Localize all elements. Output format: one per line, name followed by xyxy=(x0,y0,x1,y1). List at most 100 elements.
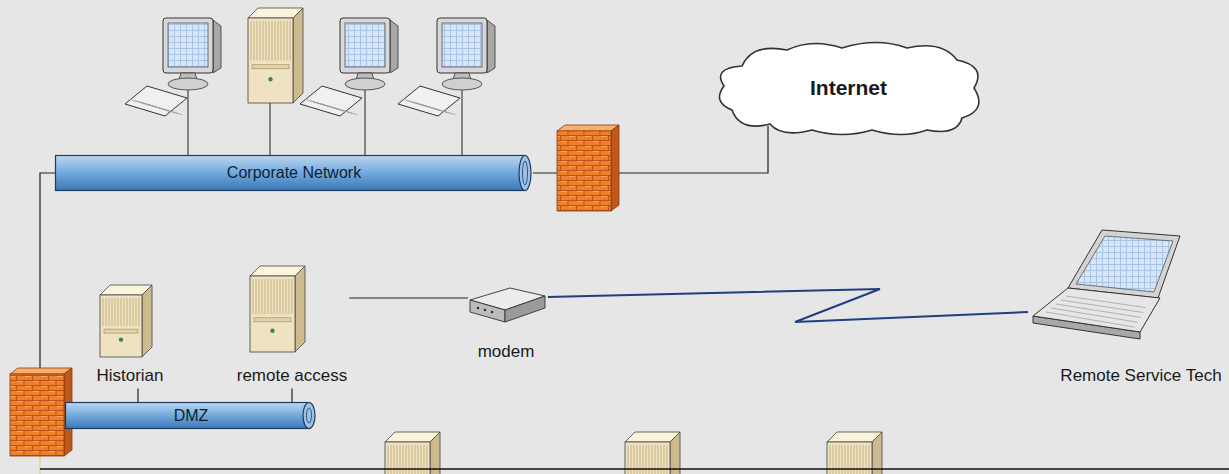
firewall-front xyxy=(10,374,64,456)
server-icon xyxy=(625,432,680,474)
server-vent xyxy=(287,21,288,61)
cloud-node: Internet xyxy=(712,38,985,138)
server-vent xyxy=(270,279,271,314)
control-network-line xyxy=(40,468,1229,470)
server-vent xyxy=(284,21,285,61)
monitor-base xyxy=(442,78,482,90)
firewall-front xyxy=(557,131,611,211)
server-front xyxy=(248,18,293,103)
server-side xyxy=(293,8,303,103)
laptop-keys xyxy=(1066,296,1146,308)
server-side xyxy=(295,266,305,352)
server-vent xyxy=(136,298,137,326)
server-vent xyxy=(278,21,279,61)
firewall-top xyxy=(10,368,72,374)
device-node: Historian xyxy=(94,283,165,388)
server-vent xyxy=(106,298,107,326)
label-box: Corporate Network xyxy=(227,163,361,182)
server-vent xyxy=(124,298,125,326)
server-vent xyxy=(282,279,283,314)
pipe-end xyxy=(519,156,531,191)
node-label: Remote Service Tech xyxy=(1060,366,1221,386)
keyboard-keys xyxy=(402,99,442,111)
server-vent xyxy=(257,21,258,61)
server-vent xyxy=(130,298,131,326)
server-vent xyxy=(275,21,276,61)
firewall-top xyxy=(557,125,619,131)
server-vent xyxy=(121,298,122,326)
server-led xyxy=(268,77,272,81)
label-box: Historian xyxy=(96,366,163,386)
server-vent xyxy=(272,21,273,61)
monitor-body xyxy=(437,18,487,73)
monitor-screen xyxy=(442,23,482,67)
monitor-side xyxy=(487,20,495,73)
device-node: Remote Service Tech xyxy=(1028,226,1224,388)
server-icon xyxy=(100,285,152,357)
computer-wire xyxy=(270,103,271,156)
server-front xyxy=(250,276,295,352)
server-vent xyxy=(112,298,113,326)
server-vent xyxy=(133,298,134,326)
cloud-outline xyxy=(720,43,979,135)
modem-light xyxy=(484,309,487,312)
server-vent xyxy=(254,21,255,61)
server-drive xyxy=(252,65,289,69)
server-side xyxy=(142,285,152,357)
server-vent xyxy=(285,279,286,314)
server-vent xyxy=(269,21,270,61)
node-label: remote access xyxy=(237,366,348,386)
server-vent xyxy=(266,21,267,61)
laptop-screen xyxy=(1076,236,1173,292)
device-node: modem xyxy=(468,286,548,364)
server-vent xyxy=(276,279,277,314)
device-icon xyxy=(100,285,152,357)
modem-light xyxy=(491,311,494,314)
server-vent xyxy=(279,279,280,314)
server-side xyxy=(430,432,440,474)
server-vent xyxy=(288,279,289,314)
monitor-base xyxy=(168,78,208,90)
monitor-icon xyxy=(163,18,221,90)
node-shape xyxy=(100,285,156,361)
modem-side xyxy=(505,296,545,322)
label-box: remote access xyxy=(237,366,348,386)
monitor-side xyxy=(213,20,221,73)
network-bus: Corporate Network xyxy=(55,155,533,191)
server-drive xyxy=(104,329,138,333)
server-led xyxy=(270,329,274,333)
monitor-icon xyxy=(437,18,495,90)
monitor-base xyxy=(345,78,385,90)
computer-wire xyxy=(462,84,463,156)
node-label: Internet xyxy=(810,75,887,100)
keyboard-body xyxy=(300,86,362,116)
server-vent xyxy=(255,279,256,314)
laptop-base xyxy=(1033,288,1160,332)
laptop-icon xyxy=(1033,230,1180,339)
server-icon xyxy=(385,432,440,474)
network-link xyxy=(349,297,468,298)
server-vent xyxy=(252,279,253,314)
keyboard-icon xyxy=(398,86,460,116)
server-vent xyxy=(260,21,261,61)
server-vent xyxy=(290,21,291,61)
node-label: Corporate Network xyxy=(227,163,361,182)
server-vent xyxy=(127,298,128,326)
keyboard-keys xyxy=(129,99,169,111)
server-vent xyxy=(264,279,265,314)
pipe-end-inner xyxy=(523,161,528,185)
modem-front xyxy=(470,300,505,322)
computer-wire xyxy=(188,84,189,156)
server-side xyxy=(872,432,882,474)
server-drive xyxy=(254,318,291,322)
server-vent xyxy=(281,21,282,61)
server-vent xyxy=(103,298,104,326)
server-vent xyxy=(109,298,110,326)
pipe-body xyxy=(56,156,526,191)
network-bus: DMZ xyxy=(65,402,317,429)
keyboard-icon xyxy=(300,86,362,116)
laptop-lid xyxy=(1068,230,1180,298)
modem-icon xyxy=(470,288,545,322)
monitor-screen xyxy=(345,23,385,67)
